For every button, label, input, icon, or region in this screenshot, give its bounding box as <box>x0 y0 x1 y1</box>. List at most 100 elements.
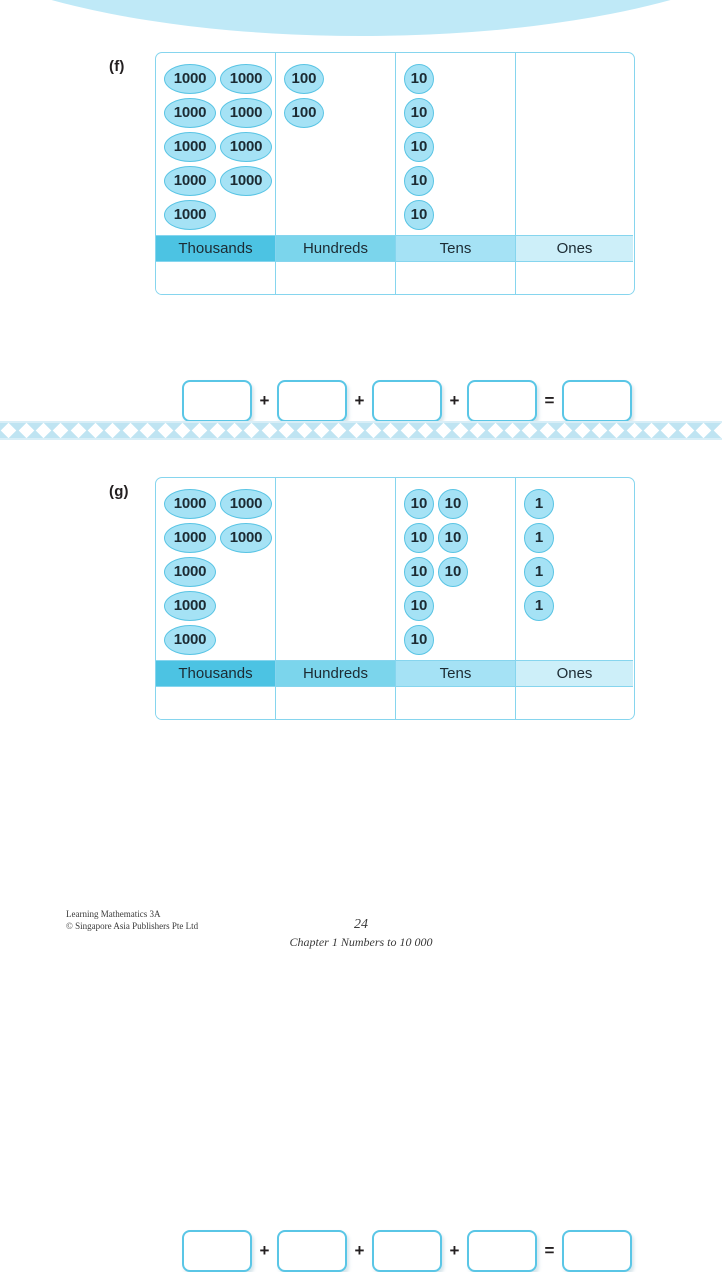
place-value-chip-thousands: 1000 <box>164 165 216 196</box>
place-value-chip-thousands: 1000 <box>164 590 216 621</box>
chips-cell-ones-f <box>516 53 633 235</box>
place-value-chip-thousands: 1000 <box>220 488 272 519</box>
divider-diamond <box>661 422 677 439</box>
divider-diamond <box>296 422 312 439</box>
header-tens-g: Tens <box>396 660 516 687</box>
place-value-chip-thousands: 1000 <box>164 556 216 587</box>
divider-diamond <box>313 422 330 439</box>
chip-line: 10 <box>404 589 511 622</box>
answer-cell-tens-g[interactable] <box>396 687 516 719</box>
divider-diamond <box>35 422 52 439</box>
equation-plus-3-f: + <box>449 391 460 410</box>
chip-line: 100 <box>284 96 391 129</box>
place-value-chip-ones: 1 <box>524 522 554 553</box>
divider-diamond <box>504 422 521 439</box>
equation-box-tens-g[interactable] <box>372 1230 442 1272</box>
place-value-chip-tens: 10 <box>438 556 468 587</box>
chip-line: 1000 <box>164 198 271 231</box>
place-value-chip-tens: 10 <box>404 165 434 196</box>
place-value-chip-tens: 10 <box>404 556 434 587</box>
chip-line: 10 <box>404 198 511 231</box>
equation-row-g: + + + = <box>182 1230 632 1272</box>
equation-equals-f: = <box>544 391 555 410</box>
place-value-chip-ones: 1 <box>524 488 554 519</box>
chip-line: 100 <box>284 62 391 95</box>
divider-diamond <box>626 422 642 439</box>
page-footer: Learning Mathematics 3A © Singapore Asia… <box>0 908 722 958</box>
divider-diamond <box>678 422 695 439</box>
place-value-chip-tens: 10 <box>404 199 434 230</box>
chip-line: 10 <box>404 164 511 197</box>
header-hundreds-f: Hundreds <box>276 235 396 262</box>
header-hundreds-label-f: Hundreds <box>302 240 369 257</box>
top-decorative-band <box>0 0 722 36</box>
place-value-chip-ones: 1 <box>524 556 554 587</box>
equation-box-hundreds-f[interactable] <box>277 380 347 422</box>
answer-cell-hundreds-g[interactable] <box>276 687 396 719</box>
equation-box-ones-f[interactable] <box>467 380 537 422</box>
chip-line: 1 <box>524 555 629 588</box>
place-value-chip-tens: 10 <box>404 97 434 128</box>
place-value-chip-thousands: 1000 <box>164 131 216 162</box>
equation-box-tens-f[interactable] <box>372 380 442 422</box>
answer-cell-ones-g[interactable] <box>516 687 633 719</box>
divider-diamond <box>53 422 69 439</box>
equation-plus-3-g: + <box>449 1241 460 1260</box>
equation-box-thousands-g[interactable] <box>182 1230 252 1272</box>
header-tens-f: Tens <box>396 235 516 262</box>
divider-diamond <box>435 422 451 439</box>
place-value-chip-tens: 10 <box>404 590 434 621</box>
chip-line: 10 <box>404 96 511 129</box>
divider-diamond <box>209 422 225 439</box>
divider-diamond <box>417 422 434 439</box>
divider-diamond <box>643 422 660 439</box>
place-value-chip-thousands: 1000 <box>164 63 216 94</box>
equation-plus-2-g: + <box>354 1241 365 1260</box>
equation-box-total-f[interactable] <box>562 380 632 422</box>
divider-diamond <box>539 422 556 439</box>
chip-line: 1 <box>524 521 629 554</box>
equation-box-thousands-f[interactable] <box>182 380 252 422</box>
divider-diamond <box>574 422 590 439</box>
divider-diamond <box>331 422 347 439</box>
chapter-title: Chapter 1 Numbers to 10 000 <box>289 935 433 949</box>
place-value-chip-thousands: 1000 <box>164 522 216 553</box>
equation-row-f: + + + = <box>182 380 632 422</box>
header-thousands-label-f: Thousands <box>178 240 253 257</box>
place-value-chip-ones: 1 <box>524 590 554 621</box>
divider-diamond <box>278 422 295 439</box>
divider-diamond <box>400 422 417 439</box>
equation-box-ones-g[interactable] <box>467 1230 537 1272</box>
answer-cell-thousands-f[interactable] <box>156 262 276 294</box>
place-value-chip-thousands: 1000 <box>220 131 272 162</box>
place-value-chip-tens: 10 <box>404 624 434 655</box>
answer-cell-thousands-g[interactable] <box>156 687 276 719</box>
chip-line: 10 <box>404 130 511 163</box>
equation-box-hundreds-g[interactable] <box>277 1230 347 1272</box>
divider-diamond <box>695 422 712 439</box>
answer-cell-ones-f[interactable] <box>516 262 633 294</box>
equation-box-total-g[interactable] <box>562 1230 632 1272</box>
divider-diamond <box>556 422 573 439</box>
equation-plus-1-g: + <box>259 1241 270 1260</box>
chip-line: 1 <box>524 589 629 622</box>
place-value-chip-tens: 10 <box>404 488 434 519</box>
answer-cell-hundreds-f[interactable] <box>276 262 396 294</box>
place-value-chip-tens: 10 <box>404 63 434 94</box>
divider-diamond <box>383 422 399 439</box>
divider-diamond <box>591 422 608 439</box>
chip-line: 10 <box>404 623 511 656</box>
answer-cell-tens-f[interactable] <box>396 262 516 294</box>
page-number: 24 <box>354 917 368 932</box>
